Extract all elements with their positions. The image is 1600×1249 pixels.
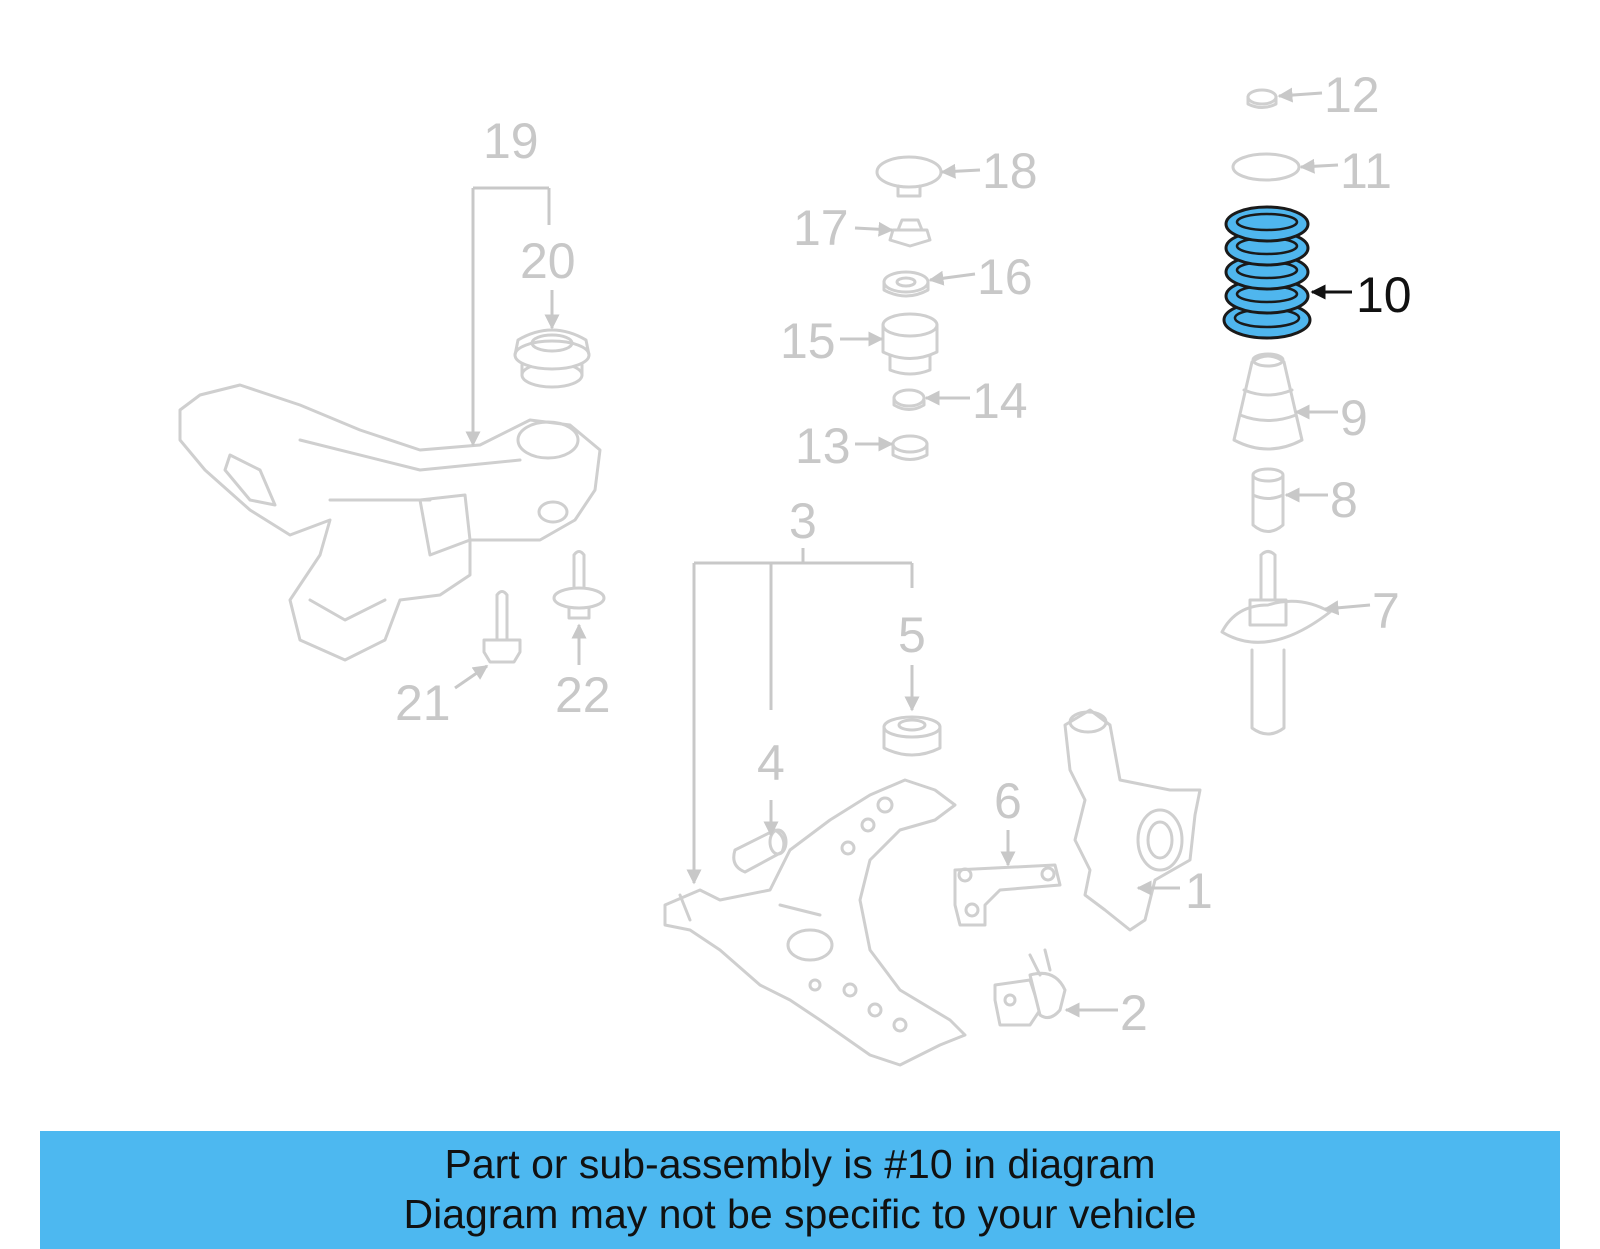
callout-16: 16 xyxy=(977,249,1033,305)
callout-18: 18 xyxy=(982,143,1038,199)
callout-2: 2 xyxy=(1120,985,1148,1041)
callout-14: 14 xyxy=(972,373,1028,429)
bolt-21-part xyxy=(482,590,522,664)
bushing-4-part xyxy=(732,828,788,874)
mount-bushing-part xyxy=(513,328,591,389)
washer-16-part xyxy=(882,270,930,298)
link-6-part xyxy=(953,863,1062,927)
nut-12-part xyxy=(1246,88,1278,109)
bushing-5-part xyxy=(882,715,942,757)
banner-line-part-number: Part or sub-assembly is #10 in diagram xyxy=(444,1141,1156,1187)
callout-22: 22 xyxy=(555,667,611,723)
nut-17-part xyxy=(888,218,932,248)
callout-5: 5 xyxy=(898,607,926,663)
leader-lines xyxy=(454,87,1371,1018)
control-arm-part xyxy=(663,778,967,1067)
callout-7: 7 xyxy=(1372,583,1400,639)
coil-spring-part xyxy=(1222,205,1312,340)
callout-9: 9 xyxy=(1340,390,1368,446)
bushing-15-part xyxy=(881,312,939,376)
callout-12: 12 xyxy=(1324,67,1380,123)
cap-18-part xyxy=(875,155,943,198)
callout-8: 8 xyxy=(1330,472,1358,528)
callout-15: 15 xyxy=(780,313,836,369)
info-banner: Part or sub-assembly is #10 in diagram D… xyxy=(40,1131,1560,1249)
callout-4: 4 xyxy=(757,735,785,791)
callout-19: 19 xyxy=(483,113,539,169)
bump-stop-8-part xyxy=(1251,467,1285,533)
callout-13: 13 xyxy=(795,418,851,474)
callout-17: 17 xyxy=(793,200,849,256)
knuckle-part xyxy=(1063,708,1202,932)
boot-9-part xyxy=(1232,352,1304,451)
banner-line-disclaimer: Diagram may not be specific to your vehi… xyxy=(403,1191,1197,1237)
callout-6: 6 xyxy=(994,773,1022,829)
strut-7-part xyxy=(1220,550,1332,736)
callout-10: 10 xyxy=(1356,267,1412,323)
callout-20: 20 xyxy=(520,233,576,289)
callout-1: 1 xyxy=(1185,863,1213,919)
callout-11: 11 xyxy=(1340,143,1392,199)
washer-14-part xyxy=(892,388,926,411)
ball-joint-part xyxy=(993,948,1067,1027)
bolt-22-part xyxy=(552,550,606,620)
callout-21: 21 xyxy=(395,675,451,731)
callout-labels: 1 2 3 4 5 6 7 8 9 10 11 12 13 14 15 16 1… xyxy=(395,67,1412,1041)
ring-11-part xyxy=(1231,152,1301,182)
subframe-part xyxy=(178,383,602,662)
callout-3: 3 xyxy=(789,493,817,549)
washer-13-part xyxy=(891,434,929,461)
